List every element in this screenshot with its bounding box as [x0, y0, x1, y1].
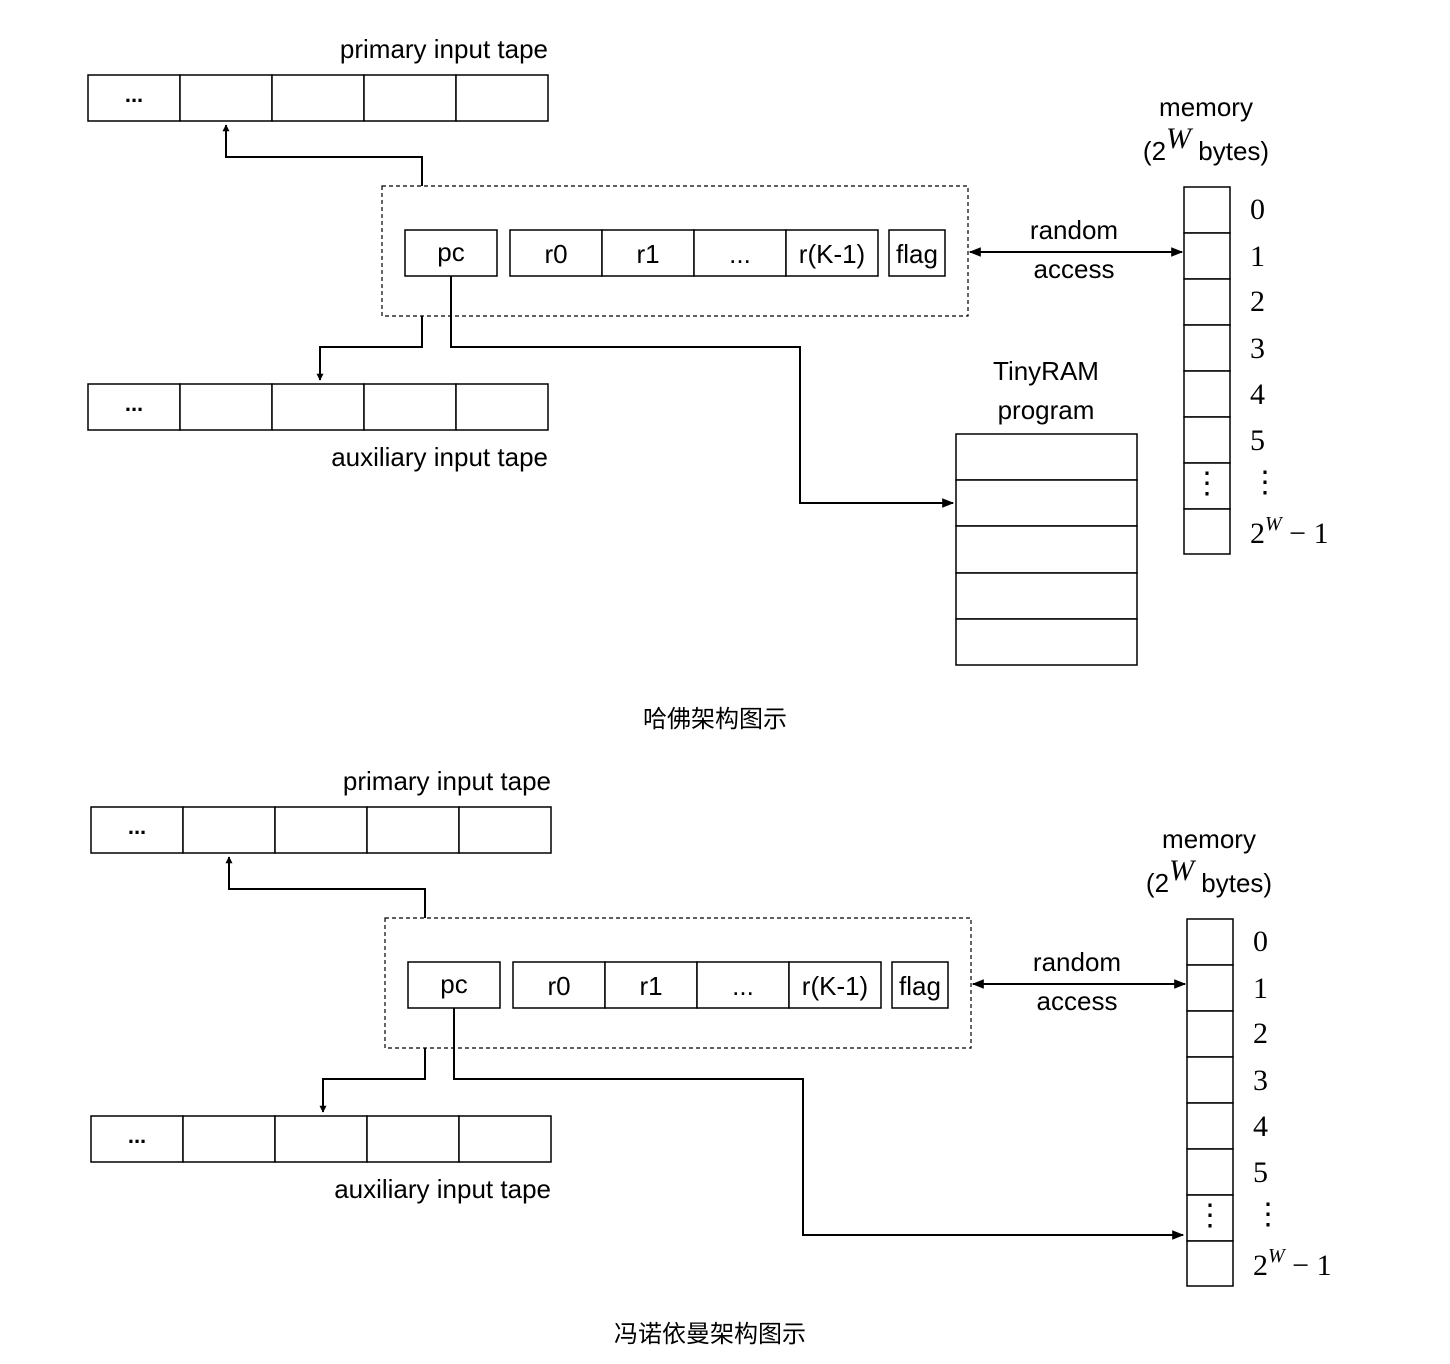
memory-cells: ⋮ [1186, 918, 1234, 1287]
primary-tape-ellipsis: ... [125, 82, 143, 107]
memory-size: (2W bytes) [1146, 854, 1272, 898]
primary-input-tape: ... [87, 74, 549, 122]
svg-text:⋮: ⋮ [1253, 1198, 1283, 1231]
memory-cells: ⋮ [1183, 186, 1231, 555]
tinyram-program-store [955, 433, 1138, 666]
random-access-line1: random [1030, 215, 1118, 245]
svg-text:4: 4 [1250, 378, 1265, 411]
flag-label: flag [899, 971, 941, 1001]
svg-text:2W − 1: 2W − 1 [1253, 1245, 1332, 1282]
svg-text:⋮: ⋮ [1195, 1199, 1225, 1232]
svg-text:2: 2 [1250, 285, 1265, 318]
harvard-panel: primary input tape ... pc r0 r1 ... r(K-… [87, 34, 1329, 733]
pc-register [404, 229, 498, 277]
program-label-line2: program [998, 395, 1095, 425]
register-r1: r1 [639, 971, 662, 1001]
flag-register [891, 961, 949, 1009]
svg-text:4: 4 [1253, 1110, 1268, 1143]
svg-text:1: 1 [1253, 972, 1268, 1005]
caption-von-neumann: 冯诺依曼架构图示 [614, 1320, 806, 1348]
register-file: r0 r1 ... r(K-1) [512, 961, 882, 1009]
register-ellipsis: ... [732, 971, 754, 1001]
register-r0: r0 [547, 971, 570, 1001]
primary-tape-label: primary input tape [343, 766, 551, 796]
register-r1: r1 [636, 239, 659, 269]
register-r0: r0 [544, 239, 567, 269]
register-rk-1: r(K-1) [799, 239, 865, 269]
memory-size: (2W bytes) [1143, 122, 1269, 166]
wire-pc-to-memory [453, 1008, 1185, 1240]
memory-title: memory [1162, 824, 1256, 854]
auxiliary-tape-label: auxiliary input tape [334, 1174, 551, 1204]
wire-pc-to-program [450, 276, 955, 508]
svg-text:3: 3 [1253, 1064, 1268, 1097]
auxiliary-input-tape: ... [87, 383, 549, 431]
random-access-line2: access [1037, 986, 1118, 1016]
auxiliary-tape-ellipsis: ... [128, 1123, 146, 1148]
wire-to-auxiliary-tape [316, 316, 423, 381]
svg-text:0: 0 [1250, 193, 1265, 226]
flag-label: flag [896, 239, 938, 269]
primary-tape-ellipsis: ... [128, 814, 146, 839]
flag-register [888, 229, 946, 277]
memory-addresses: 0 1 2 3 4 5 ⋮ 2W − 1 [1250, 193, 1329, 550]
register-rk-1: r(K-1) [802, 971, 868, 1001]
cpu-box [384, 917, 972, 1049]
von-neumann-panel: primary input tape ... pc r0 r1 ... r(K-… [90, 766, 1332, 1287]
pc-register [407, 961, 501, 1009]
auxiliary-tape-label: auxiliary input tape [331, 442, 548, 472]
register-ellipsis: ... [729, 239, 751, 269]
svg-text:2W − 1: 2W − 1 [1250, 513, 1329, 550]
svg-text:3: 3 [1250, 332, 1265, 365]
auxiliary-tape-ellipsis: ... [125, 391, 143, 416]
program-label-line1: TinyRAM [993, 356, 1099, 386]
svg-text:⋮: ⋮ [1192, 467, 1222, 500]
svg-text:5: 5 [1250, 424, 1265, 457]
wire-to-primary-tape [225, 856, 426, 918]
register-file: r0 r1 ... r(K-1) [509, 229, 879, 277]
random-access-line1: random [1033, 947, 1121, 977]
svg-text:5: 5 [1253, 1156, 1268, 1189]
memory-title: memory [1159, 92, 1253, 122]
wire-to-auxiliary-tape [319, 1048, 426, 1113]
primary-tape-label: primary input tape [340, 34, 548, 64]
svg-text:2: 2 [1253, 1017, 1268, 1050]
auxiliary-input-tape: ... [90, 1115, 552, 1163]
svg-text:⋮: ⋮ [1250, 466, 1280, 499]
pc-label: pc [437, 237, 464, 267]
primary-input-tape: ... [90, 806, 552, 854]
pc-label: pc [440, 969, 467, 999]
svg-text:0: 0 [1253, 925, 1268, 958]
random-access-line2: access [1034, 254, 1115, 284]
caption-harvard: 哈佛架构图示 [643, 705, 787, 733]
svg-text:1: 1 [1250, 240, 1265, 273]
memory-addresses: 0 1 2 3 4 5 ⋮ 2W − 1 [1253, 925, 1332, 1282]
cpu-box [381, 185, 969, 317]
wire-to-primary-tape [222, 124, 423, 186]
